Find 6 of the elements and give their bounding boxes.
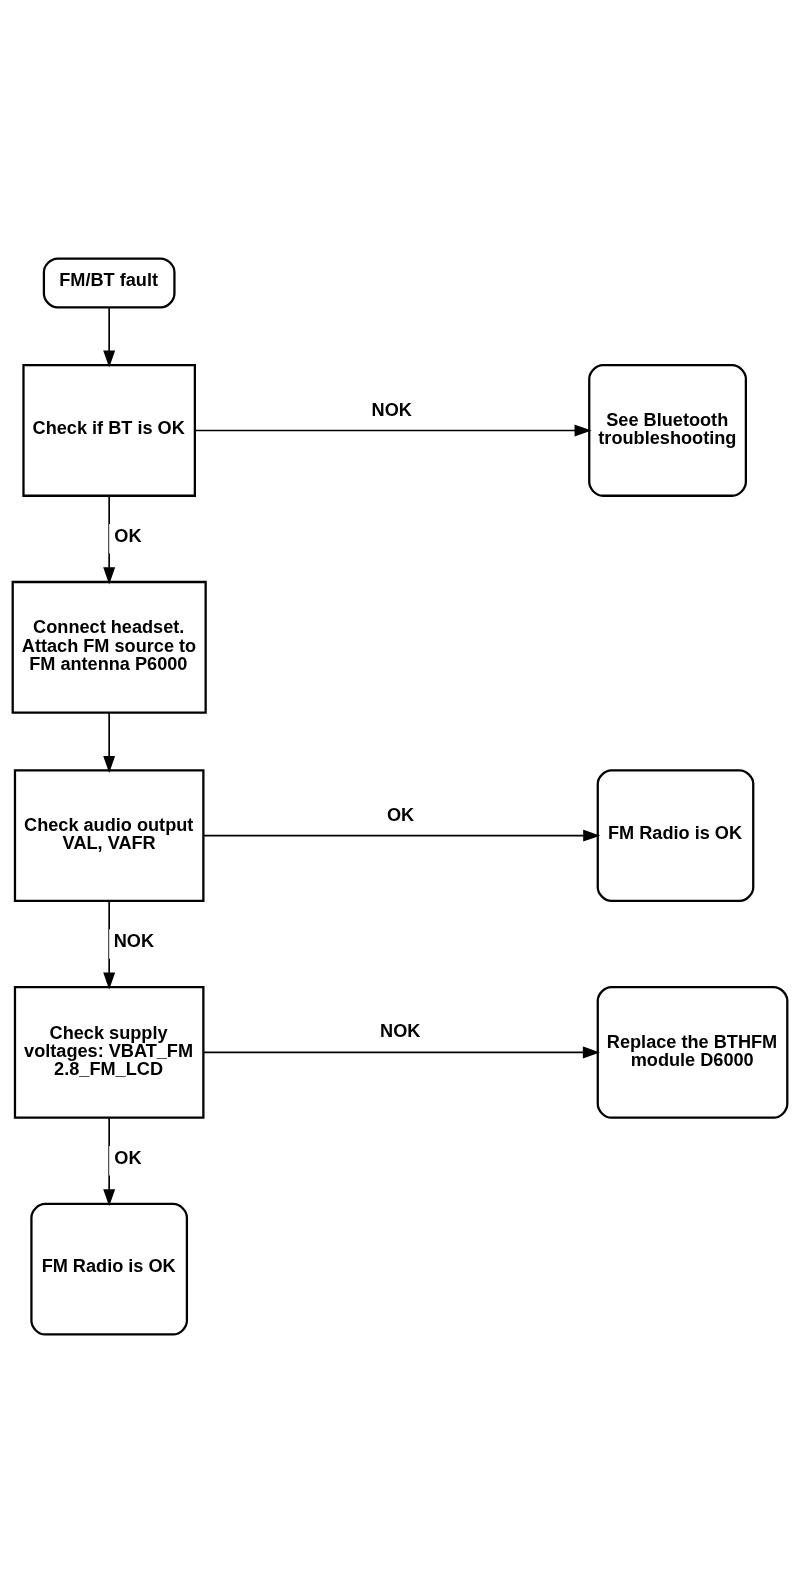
edge-label: NOK [380,1021,421,1042]
edge-label: OK [386,804,415,825]
edge-label: NOK [371,399,412,420]
edge-label: OK [114,1147,142,1168]
edge-label: OK [114,526,142,547]
edge-label: NOK [113,931,155,952]
